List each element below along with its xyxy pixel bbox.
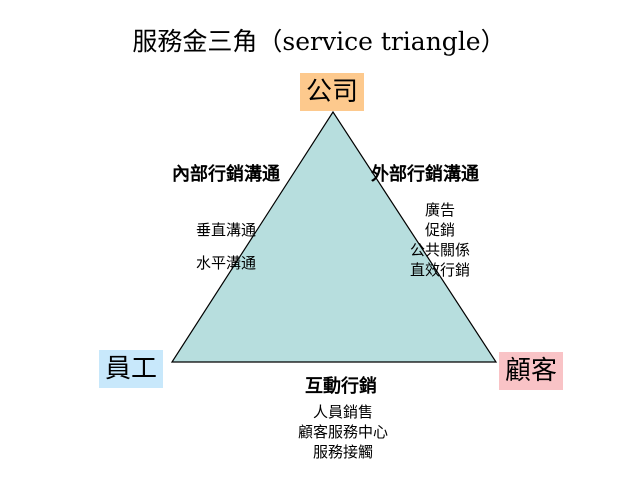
interactive-marketing-items: 人員銷售 顧客服務中心 服務接觸 <box>280 402 406 462</box>
node-company: 公司 <box>300 73 365 111</box>
list-item: 促銷 <box>424 221 455 239</box>
node-customer: 顧客 <box>499 352 564 390</box>
list-item: 服務接觸 <box>312 443 373 461</box>
list-item: 廣告 <box>424 201 455 219</box>
internal-marketing-title: 內部行銷溝通 <box>172 164 280 185</box>
external-marketing-title: 外部行銷溝通 <box>371 164 479 185</box>
node-employee: 員工 <box>99 350 164 388</box>
page-title: 服務金三角（service triangle） <box>132 27 506 56</box>
internal-marketing-items: 垂直溝通 水平溝通 <box>196 214 256 280</box>
list-item: 公共關係 <box>409 241 470 259</box>
external-marketing-items: 廣告 促銷 公共關係 直效行銷 <box>390 200 490 280</box>
list-item: 水平溝通 <box>196 254 257 272</box>
list-item: 直效行銷 <box>409 261 470 279</box>
list-item: 人員銷售 <box>312 403 373 421</box>
interactive-marketing-title: 互動行銷 <box>305 376 377 397</box>
list-item: 垂直溝通 <box>196 221 257 239</box>
list-item: 顧客服務中心 <box>297 423 388 441</box>
triangle-shape <box>170 110 498 363</box>
